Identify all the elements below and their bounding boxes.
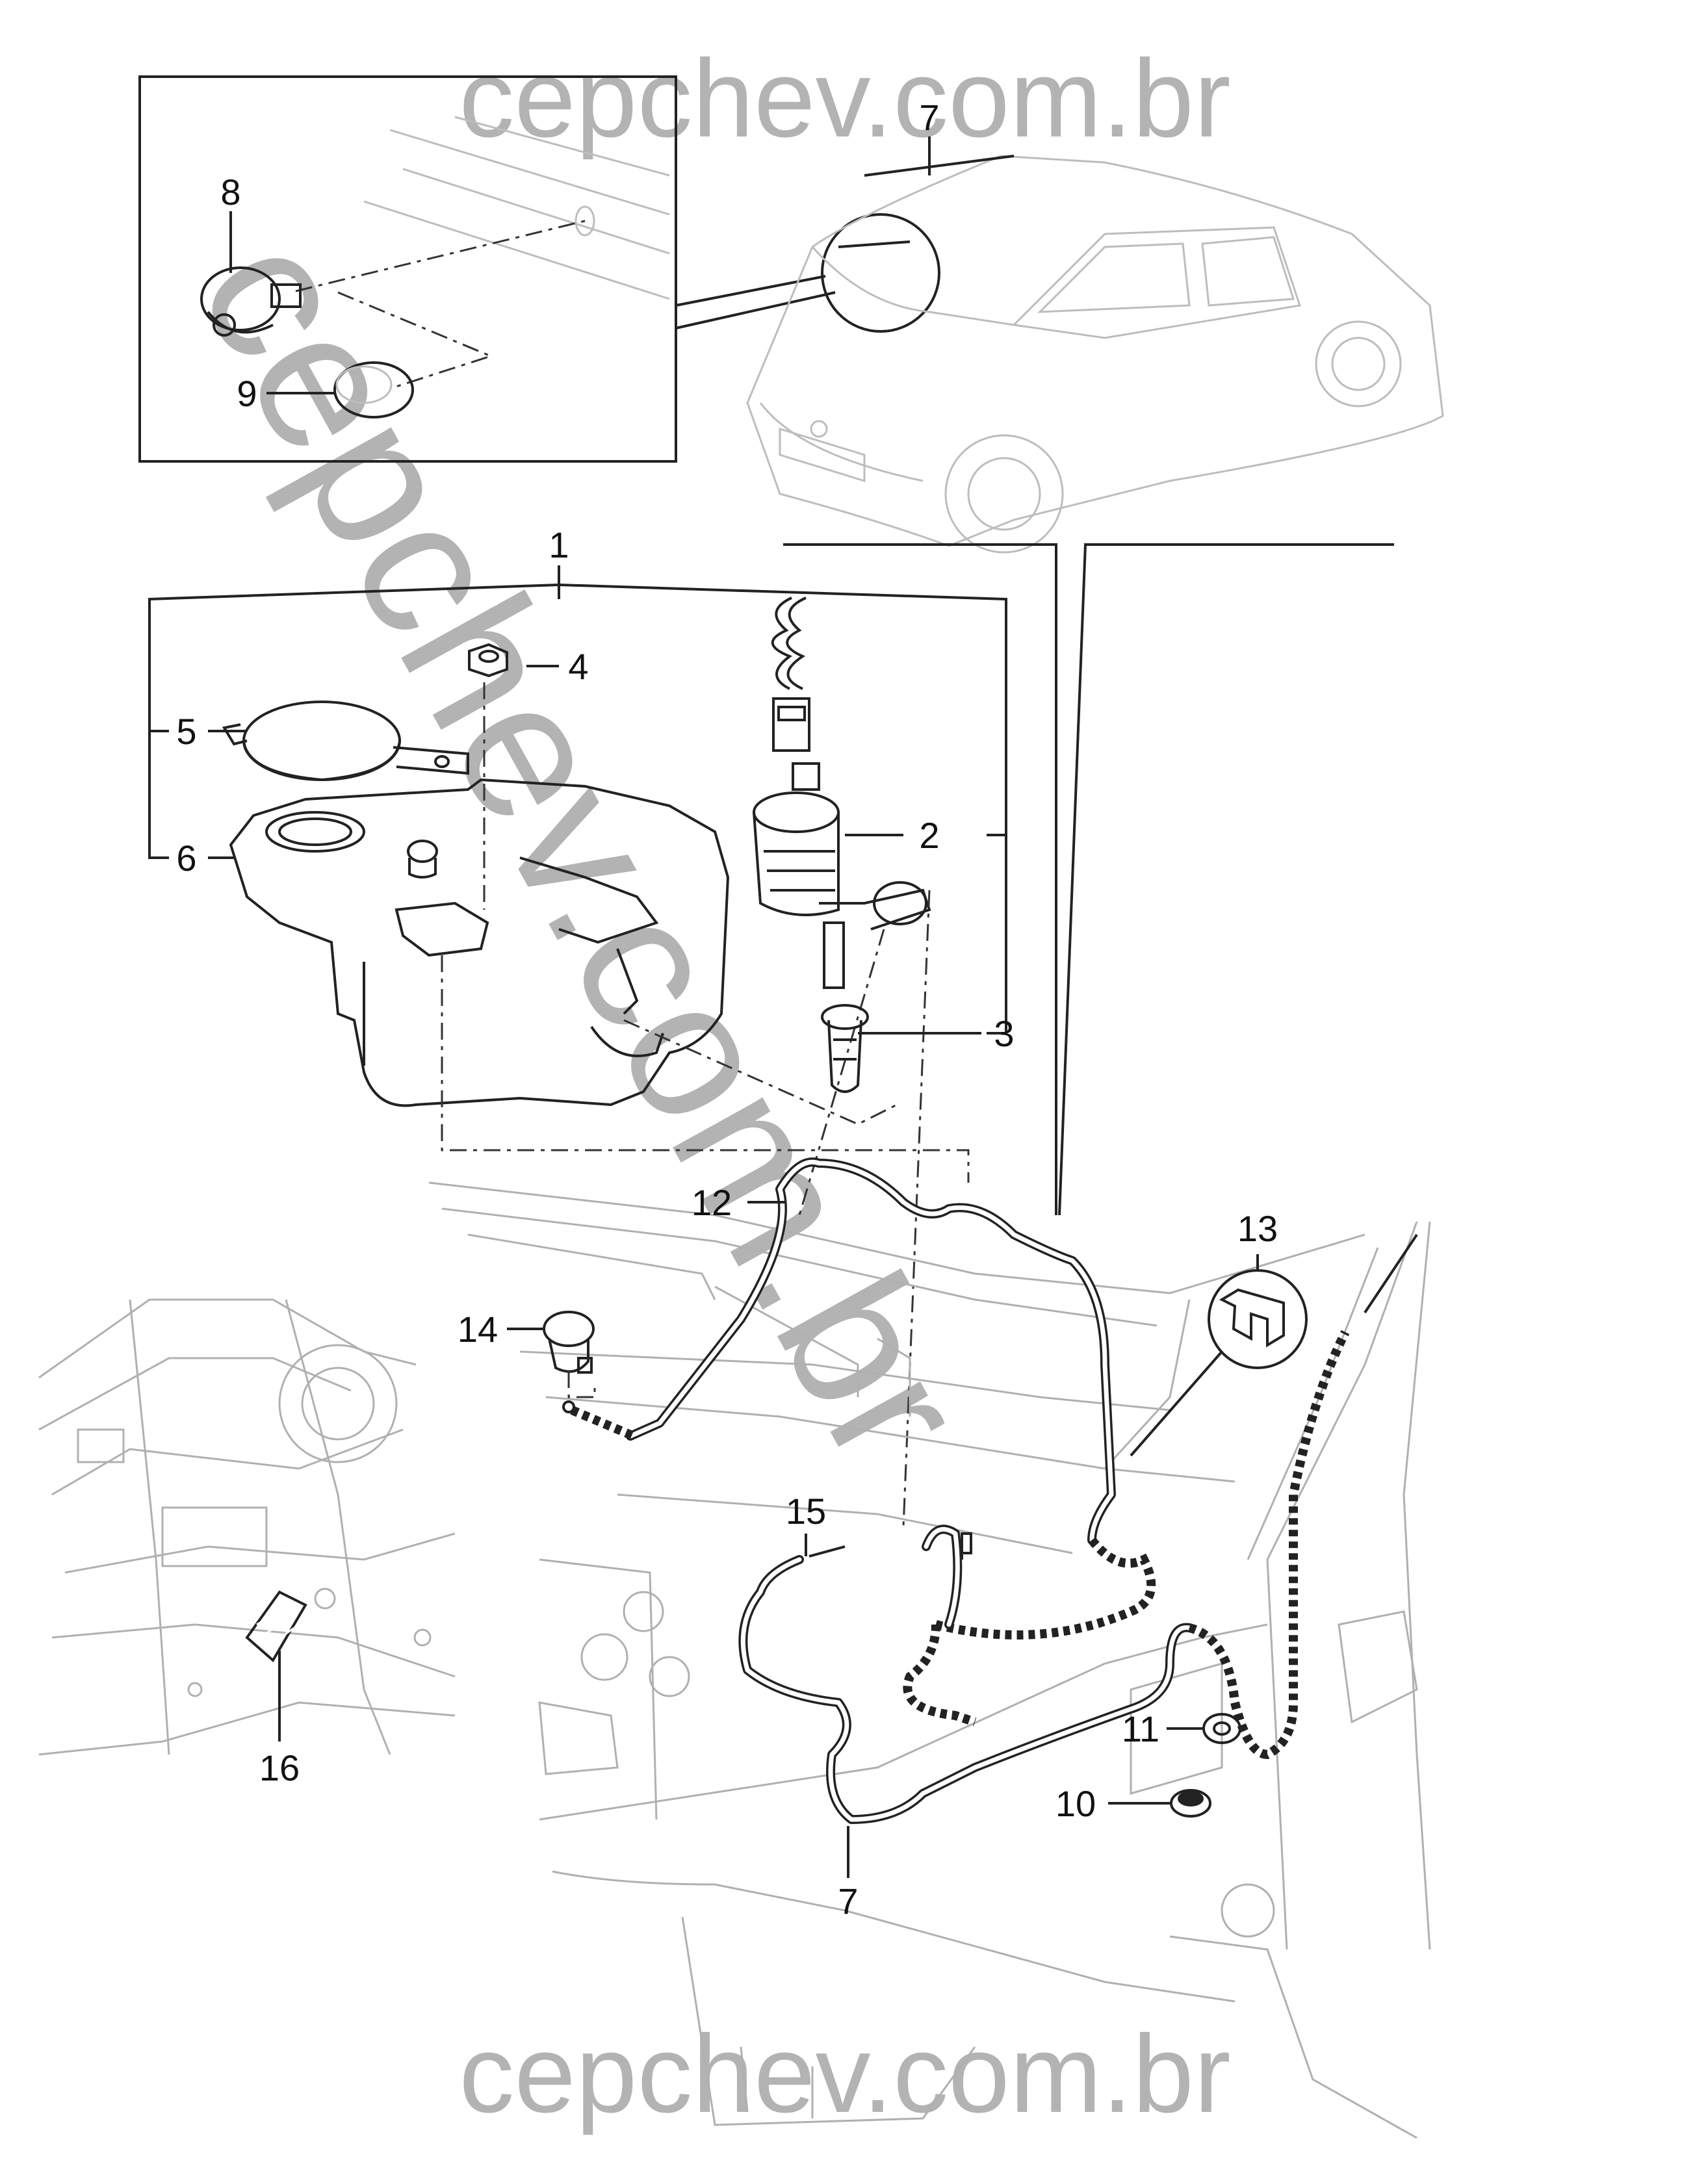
callout-9: 9 bbox=[237, 373, 257, 414]
callout-11: 11 bbox=[1122, 1708, 1159, 1749]
hose-clip bbox=[1208, 1269, 1308, 1369]
car-outline bbox=[746, 155, 1444, 554]
callout-7-bottom: 7 bbox=[838, 1881, 858, 1922]
a-pillar-hose bbox=[1364, 1233, 1418, 1314]
reservoir-cap bbox=[222, 701, 469, 782]
leader-long-right bbox=[1058, 543, 1394, 1216]
leader-long-left bbox=[783, 543, 1057, 1215]
rear-hose-roof bbox=[864, 155, 1015, 177]
callout-4: 4 bbox=[568, 646, 588, 687]
clip-leader bbox=[1130, 1350, 1223, 1457]
grommet-centerline bbox=[623, 1019, 898, 1125]
pump-to-hose-centerline bbox=[798, 929, 885, 1216]
callout-13: 13 bbox=[1237, 1208, 1278, 1249]
body-plug bbox=[1170, 1789, 1211, 1818]
callout-12: 12 bbox=[692, 1182, 732, 1223]
reservoir-nut bbox=[468, 643, 508, 678]
watermark-bottom: cepchev.com.br bbox=[459, 2012, 1230, 2136]
callout-6: 6 bbox=[176, 838, 196, 879]
washer-hose-rear bbox=[738, 1330, 1350, 1824]
rear-washer-nozzle bbox=[200, 266, 302, 337]
lower-filter-pad bbox=[245, 1590, 307, 1663]
front-bay-outline bbox=[38, 1298, 456, 1756]
callout-7-top: 7 bbox=[919, 97, 939, 138]
washer-reservoir bbox=[229, 778, 730, 1107]
rear-hose-inset bbox=[838, 240, 911, 248]
washer-hose-front bbox=[570, 1157, 1156, 1639]
callout-5: 5 bbox=[176, 711, 196, 752]
nozzle-grommet bbox=[333, 361, 414, 418]
callout-2: 2 bbox=[919, 815, 939, 856]
watermark-top: cepchev.com.br bbox=[459, 37, 1230, 161]
callout-3: 3 bbox=[994, 1013, 1014, 1054]
washer-hose-dashed-lower bbox=[903, 1532, 977, 1727]
inset-leader-bottom bbox=[675, 291, 836, 329]
pump-grommet bbox=[821, 1004, 869, 1093]
callout-15: 15 bbox=[786, 1491, 826, 1532]
watermark-diagonal: cepchev.com.br bbox=[158, 200, 1010, 1497]
assembly-bracket bbox=[148, 565, 1007, 1035]
callout-8: 8 bbox=[220, 172, 240, 212]
callout-16: 16 bbox=[259, 1747, 300, 1788]
washer-pump bbox=[753, 762, 931, 989]
front-washer-nozzle bbox=[543, 1311, 596, 1413]
inset-leader-top bbox=[675, 275, 826, 307]
callout-1: 1 bbox=[549, 524, 569, 565]
pump-harness bbox=[771, 597, 810, 752]
callout-10: 10 bbox=[1055, 1783, 1096, 1824]
inset-box-rear-nozzle bbox=[138, 75, 677, 463]
callout-14: 14 bbox=[458, 1309, 498, 1350]
inset-zoom-circle bbox=[821, 213, 940, 333]
